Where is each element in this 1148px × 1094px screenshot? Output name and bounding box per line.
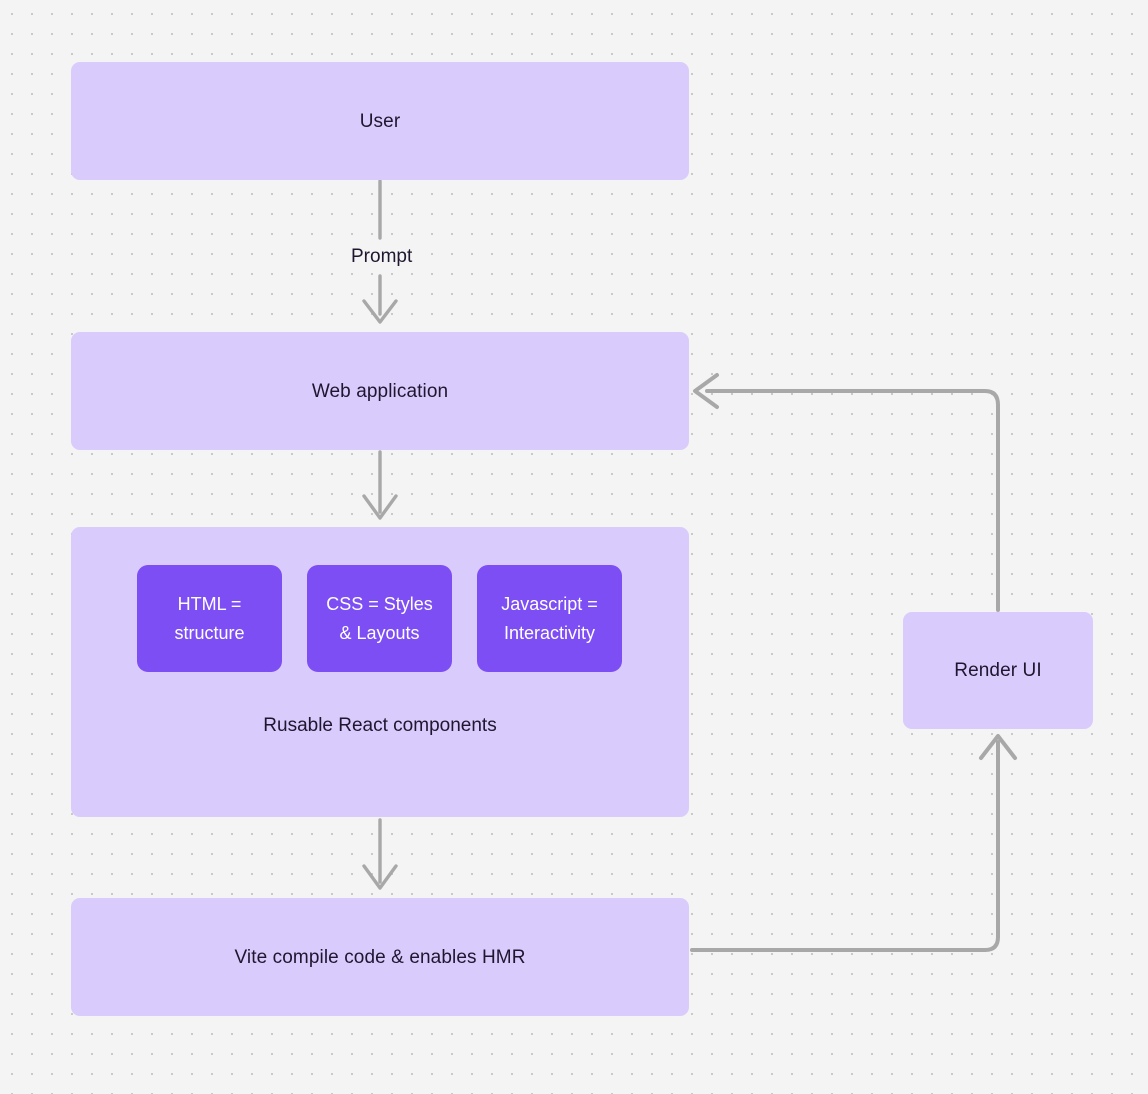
edge-label-prompt: Prompt xyxy=(344,245,420,269)
node-user[interactable]: User xyxy=(71,62,689,180)
react-chip-row: HTML = structure CSS = Styles & Layouts … xyxy=(137,565,623,672)
chip-html[interactable]: HTML = structure xyxy=(137,565,282,672)
edge-react-to-vite xyxy=(362,818,398,890)
node-react-components-container[interactable]: HTML = structure CSS = Styles & Layouts … xyxy=(71,527,689,817)
node-web-application-label: Web application xyxy=(311,380,449,402)
react-components-caption: Rusable React components xyxy=(263,715,497,736)
edge-vite-to-render xyxy=(690,734,1017,952)
node-render-ui-label: Render UI xyxy=(954,660,1042,681)
chip-html-label: HTML = structure xyxy=(174,593,245,643)
node-vite[interactable]: Vite compile code & enables HMR xyxy=(71,898,689,1016)
node-web-application[interactable]: Web application xyxy=(71,332,689,450)
node-vite-label: Vite compile code & enables HMR xyxy=(234,946,526,968)
chip-javascript-label: Javascript = Interactivity xyxy=(501,593,598,643)
node-render-ui[interactable]: Render UI xyxy=(903,612,1093,729)
edge-render-to-webapp xyxy=(693,373,1000,612)
edge-webapp-to-react xyxy=(362,450,398,520)
node-user-label: User xyxy=(359,110,401,132)
chip-css-label: CSS = Styles & Layouts xyxy=(326,593,433,643)
chip-css[interactable]: CSS = Styles & Layouts xyxy=(307,565,452,672)
chip-javascript[interactable]: Javascript = Interactivity xyxy=(477,565,622,672)
